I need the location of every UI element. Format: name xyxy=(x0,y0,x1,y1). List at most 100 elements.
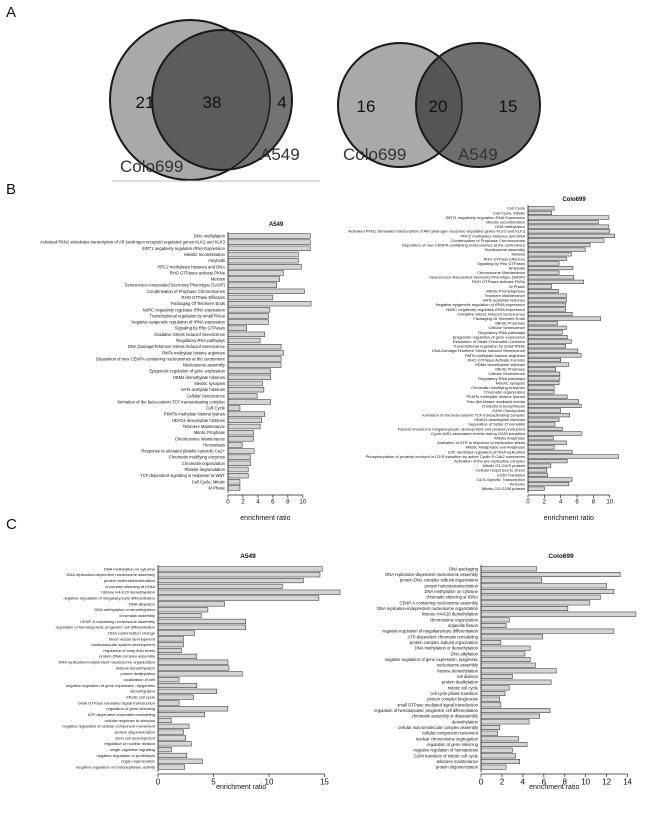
category-label: mitotic cell cycle xyxy=(126,695,156,700)
category-label: DNA Damage/Telomere Stress Induced Senes… xyxy=(128,344,226,349)
x-axis-label: enrichment ratio xyxy=(216,784,266,791)
bar xyxy=(480,691,506,696)
category-label: negative regulation of endopeptidase act… xyxy=(76,764,155,769)
panel-b-label: B xyxy=(6,181,17,198)
panel-a-label: A xyxy=(6,4,17,21)
category-label: DNA replication-independent nucleosome o… xyxy=(377,606,479,611)
category-label: ATP-dependent chromatin remodeling xyxy=(408,634,479,639)
category-label: RHO GTPases activate PKNs xyxy=(472,279,525,284)
x-axis-label: enrichment ratio xyxy=(240,515,290,522)
category-label: protein dealkylation xyxy=(121,671,155,676)
venn-left: 21 38 4 Colo699 A549 xyxy=(109,19,300,181)
category-label: G2/M transition of mitotic cell cycle xyxy=(414,753,479,758)
category-label: Cellular responses to stress xyxy=(476,468,525,473)
x-tick-label: 6 xyxy=(271,499,275,506)
category-label: regulation of nuclear division xyxy=(104,741,155,746)
category-label: Cyclin A/B1 associated events during G2/… xyxy=(431,431,525,436)
category-label: DNA methylation on cytosine xyxy=(104,566,156,571)
category-label: protein complex biogenesis xyxy=(427,697,478,702)
x-tick-label: 6 xyxy=(542,778,547,787)
category-label: HATs acetylate histones xyxy=(483,298,525,303)
venn-left-label-colo699: Colo699 xyxy=(120,157,183,176)
venn-right-label-a549: A549 xyxy=(458,145,498,164)
category-label: DNA replication-dependent nucleosome ass… xyxy=(385,572,479,577)
category-label: HDACs deacetylate histones xyxy=(474,417,525,422)
category-label: Meiosis xyxy=(511,252,525,257)
category-label: Negative epigenetic regulation of rRNA e… xyxy=(131,320,225,325)
category-label: Separation of Sister Chromatids xyxy=(468,422,525,427)
category-label: Cellular Senescence xyxy=(488,325,525,330)
x-tick-label: 2 xyxy=(241,499,245,506)
category-label: Epigenetic regulation of gene expression xyxy=(149,369,225,374)
category-label: cellular response to stimulus xyxy=(105,718,155,723)
bar xyxy=(480,685,510,691)
category-label: cell cycle phase transition xyxy=(430,691,478,696)
category-label: Negative epigenetic regulation of rRNA e… xyxy=(436,302,525,307)
venn-right-only-colo699: 16 xyxy=(357,97,376,116)
bar xyxy=(480,606,569,611)
x-tick-label: 14 xyxy=(623,778,632,787)
category-label: Meiotic recombination xyxy=(486,219,525,224)
bar xyxy=(480,640,502,645)
category-label: nucleosome assembly xyxy=(437,663,479,668)
category-label: Telomere Maintenance xyxy=(485,293,526,298)
x-tick-label: 4 xyxy=(559,499,563,506)
category-label: HDMs demethylate histones xyxy=(173,375,225,380)
venn-left-label-a549: A549 xyxy=(260,145,300,164)
category-label: Phosphorylation of proteins involved in … xyxy=(366,454,525,459)
venn-diagrams: 21 38 4 Colo699 A549 16 20 15 Colo699 A5… xyxy=(109,19,541,182)
category-label: PRC2 methylates histones and DNA xyxy=(158,264,226,269)
category-label: Response to elevated platelet cytosolic … xyxy=(141,449,225,454)
x-tick-label: 8 xyxy=(563,778,568,787)
category-label: histone H4-K20 demethylation xyxy=(101,590,155,595)
bar xyxy=(480,696,501,702)
category-label: Cell Cycle, Mitotic xyxy=(192,479,225,484)
category-label: Cell Cycle xyxy=(206,406,226,411)
bar xyxy=(480,725,501,730)
category-label: Cellular Senescence xyxy=(187,393,226,398)
category-label: protein oligomerization xyxy=(436,765,479,770)
category-label: nuclear chromosome segregation xyxy=(416,736,479,741)
category-label: chromatin assembly xyxy=(119,613,155,618)
category-label: DNA alkylation xyxy=(129,601,155,606)
panel-c-label: C xyxy=(6,516,17,533)
category-label: demethylation xyxy=(130,689,155,694)
category-label: Cell Cycle xyxy=(507,206,526,211)
category-label: Deposition of new CENPA-containing nucle… xyxy=(96,356,226,361)
venn-left-a549-circle xyxy=(151,29,293,171)
category-label: protein heterotetramerization xyxy=(424,583,478,588)
bar xyxy=(480,730,498,736)
category-label: Polo-like kinase mediated events xyxy=(467,399,525,404)
x-tick-label: 8 xyxy=(592,499,596,506)
x-tick-label: 0 xyxy=(156,778,161,787)
category-label: Meiotic synapsis xyxy=(496,380,525,385)
category-label: negative regulation of hemopoiesis xyxy=(413,748,478,753)
category-label: Transcriptional regulation by small RNAs xyxy=(453,344,525,349)
venn-right-a549-circle xyxy=(415,42,541,168)
x-tick-label: 2 xyxy=(500,778,505,787)
category-label: formation of the beta-catenin:TCF transa… xyxy=(422,413,525,418)
venn-right-overlap xyxy=(416,43,462,167)
category-label: Mitotic Prophase xyxy=(495,321,526,326)
category-label: Mitotic Metaphase and Anaphase xyxy=(466,445,526,450)
category-label: NoRC negatively regulates rRNA expressio… xyxy=(143,307,226,312)
category-label: mitotic cell cycle xyxy=(448,685,479,690)
chart-title: Colo699 xyxy=(548,553,574,560)
category-label: DNA methylation or demethylation xyxy=(95,607,155,612)
category-label: negative regulation of megakaryocyte dif… xyxy=(382,629,479,634)
category-label: Mitotic Prophase xyxy=(194,430,226,435)
category-label: negative regulation of gene expression, … xyxy=(66,683,155,688)
category-label: SIRT1 negatively regulates rRNA Expressi… xyxy=(142,246,226,251)
category-label: Senescence-Associated Secretory Phenotyp… xyxy=(429,275,525,280)
category-label: regulation of body fluid levels xyxy=(103,648,155,653)
category-label: protein heterotetramerization xyxy=(104,578,155,583)
bar xyxy=(480,742,528,747)
category-label: Nucleosome assembly xyxy=(485,247,525,252)
category-label: NoRC negatively regulates rRNA expressio… xyxy=(446,307,525,312)
category-label: DNA methylation on cytosine xyxy=(424,589,478,594)
category-label: Mitotic Anaphase xyxy=(495,436,526,441)
category-label: HDACs deacetylate histones xyxy=(172,418,225,423)
category-label: Amyloids xyxy=(509,265,525,270)
